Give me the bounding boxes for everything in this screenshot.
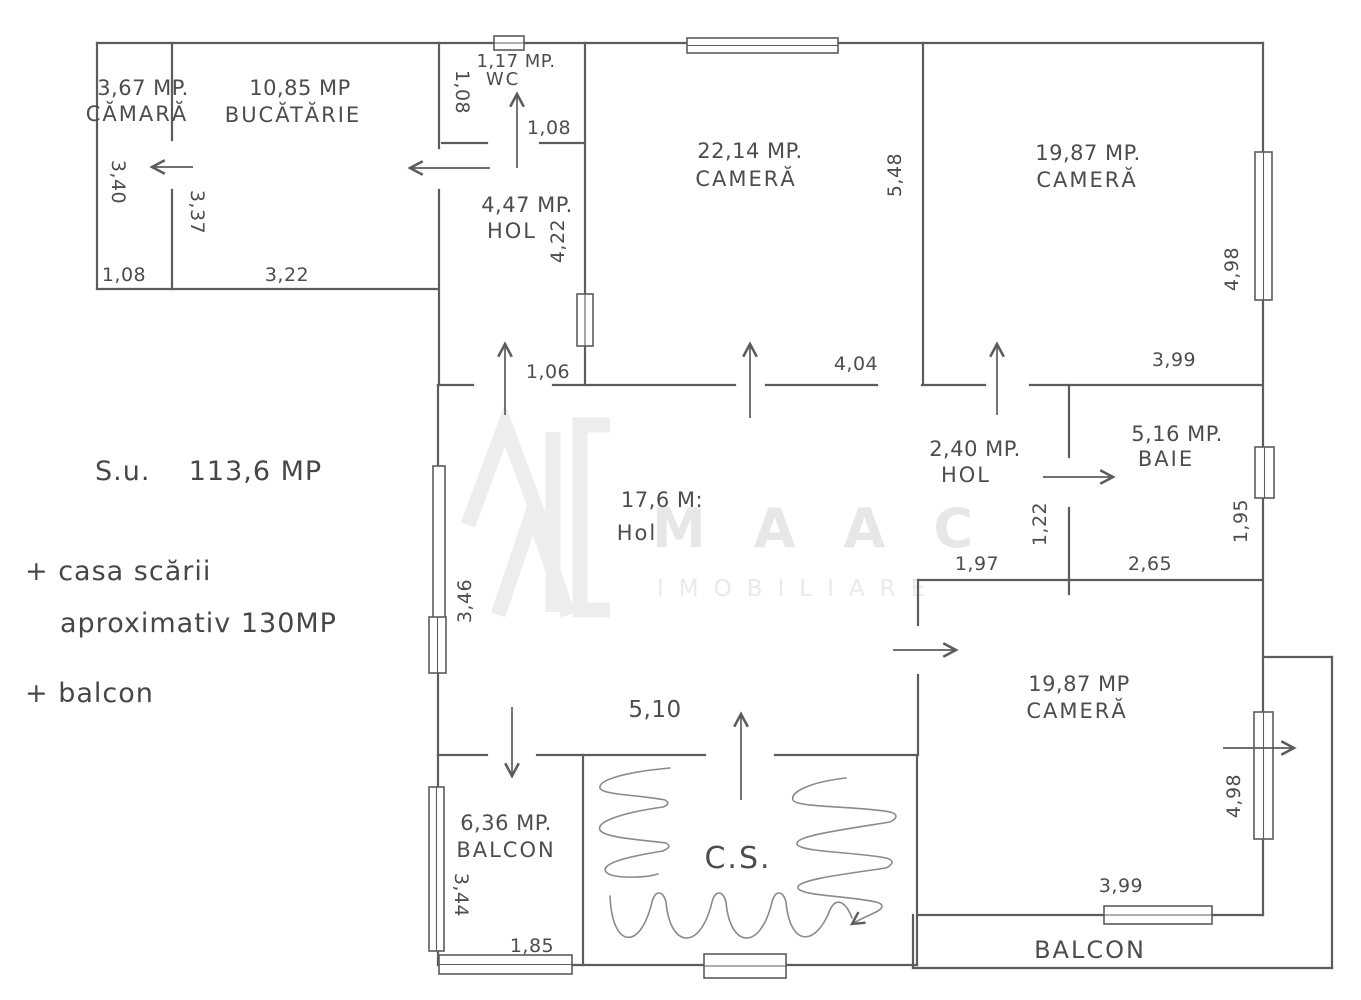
room-name-baie: BAIE (1138, 447, 1194, 471)
dim-3-44: 3,44 (450, 873, 472, 917)
dim-1-97: 1,97 (955, 553, 999, 575)
room-area-camera-mare: 22,14 MP. (697, 139, 802, 163)
stair-squiggle (598, 767, 671, 878)
dim-1-22: 1,22 (1029, 502, 1051, 546)
dim-3-40: 3,40 (107, 160, 129, 204)
window (1103, 905, 1213, 925)
room-name-camera-mare: CAMERĂ (695, 165, 796, 191)
room-area-camera-dreapta-sus: 19,87 MP. (1035, 141, 1140, 165)
watermark-tagline: IMOBILIARE (657, 576, 940, 602)
room-name-hol-mic: HOL (487, 219, 537, 243)
dim-1-08-wc-wall: 1,08 (451, 70, 473, 114)
room-name-balcon-stanga: BALCON (456, 838, 555, 862)
room-area-baie: 5,16 MP. (1131, 422, 1223, 446)
dim-1-08-camara: 1,08 (102, 264, 146, 286)
dim-4-98-jos: 4,98 (1223, 774, 1245, 818)
room-area-hol-baie: 2,40 MP. (929, 437, 1021, 461)
room-name-balcon-dreapta: BALCON (1034, 936, 1146, 964)
windows (428, 35, 1275, 979)
window (1253, 711, 1274, 840)
dim-2-65: 2,65 (1128, 553, 1172, 575)
room-name-camera-dreapta-sus: CAMERĂ (1036, 166, 1137, 192)
window (1254, 446, 1275, 499)
room-area-hol-central: 17,6 M: (621, 488, 703, 512)
window (432, 465, 446, 619)
dimension-labels: 3,40 3,37 1,08 3,22 1,08 1,08 4,22 1,06 … (102, 70, 1252, 957)
window (686, 37, 839, 54)
dim-1-08-wc-door: 1,08 (527, 117, 571, 139)
room-name-wc: WC (486, 69, 520, 90)
room-name-casa-scarii: C.S. (704, 841, 771, 876)
note-surface: S.u. 113,6 MP (95, 456, 322, 487)
watermark-bracket-icon (572, 417, 610, 618)
watermark: MAAC IMOBILIARE (460, 403, 1021, 618)
dim-3-46: 3,46 (454, 579, 476, 623)
staircase-squiggles (598, 767, 897, 939)
dim-4-22: 4,22 (547, 219, 569, 263)
window (438, 954, 573, 975)
room-labels: 3,67 MP. CĂMARĂ 10,85 MP BUCĂTĂRIE 1,17 … (86, 51, 1223, 964)
room-name-bucatarie: BUCĂTĂRIE (225, 101, 361, 127)
watermark-brand: MAAC (652, 497, 1021, 560)
room-name-camara: CĂMARĂ (86, 100, 188, 126)
window (576, 293, 594, 347)
dim-4-98-sus: 4,98 (1221, 247, 1243, 291)
dim-1-06: 1,06 (526, 361, 570, 383)
dim-3-99-jos: 3,99 (1099, 875, 1143, 897)
room-area-camara: 3,67 MP. (97, 76, 189, 100)
window (1254, 151, 1273, 301)
window (428, 616, 447, 674)
room-name-hol-central: Hol (617, 521, 657, 545)
dim-3-99-baie: 3,99 (1152, 349, 1196, 371)
window (493, 35, 525, 51)
room-area-wc: 1,17 MP. (476, 51, 555, 72)
dim-1-95: 1,95 (1230, 499, 1252, 543)
dim-4-04: 4,04 (834, 353, 878, 375)
window (428, 786, 445, 952)
room-area-bucatarie: 10,85 MP (249, 76, 351, 100)
note-aproximativ: aproximativ 130MP (60, 608, 337, 639)
dim-1-85: 1,85 (510, 935, 554, 957)
room-area-camera-dreapta-jos: 19,87 MP (1028, 672, 1130, 696)
notes: S.u. 113,6 MP + casa scării aproximativ … (25, 456, 337, 709)
door-arrows (152, 94, 1294, 800)
room-name-camera-dreapta-jos: CAMERĂ (1026, 697, 1127, 723)
window (703, 953, 787, 979)
watermark-roof-icon (460, 403, 550, 528)
room-name-hol-baie: HOL (941, 463, 991, 487)
note-balcon: + balcon (25, 678, 154, 709)
stair-squiggle (792, 777, 897, 924)
room-area-balcon-stanga: 6,36 MP. (460, 811, 552, 835)
dim-5-10: 5,10 (628, 697, 681, 723)
dim-5-48: 5,48 (884, 153, 906, 197)
dim-3-37: 3,37 (186, 190, 208, 234)
room-area-hol-mic: 4,47 MP. (481, 193, 573, 217)
dim-3-22: 3,22 (265, 264, 309, 286)
stair-squiggle (609, 892, 853, 939)
note-casa-scarii: + casa scării (25, 556, 211, 587)
